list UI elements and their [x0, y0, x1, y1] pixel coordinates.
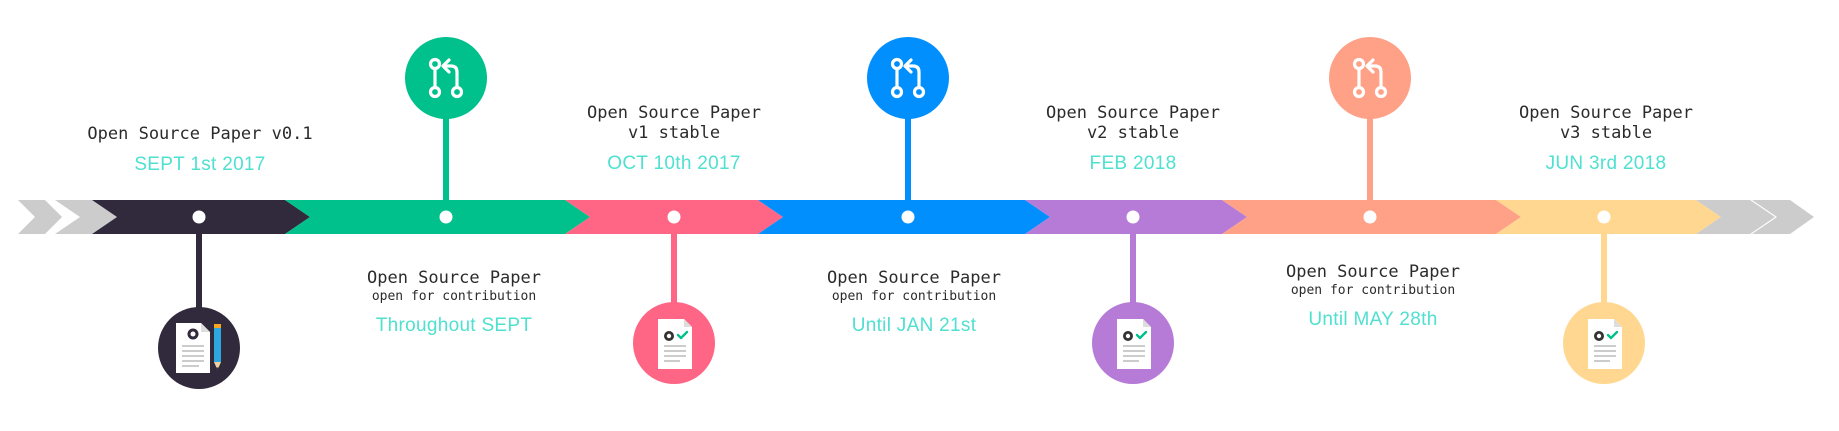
milestone-title: Open Source Paper v0.1 [87, 124, 313, 144]
milestone-label: Open Source Paper v3 stable JUN 3rd 2018 [1486, 103, 1726, 175]
pull-request-icon [405, 37, 487, 119]
milestone-dot [1597, 210, 1611, 224]
milestone-date: OCT 10th 2017 [607, 153, 741, 174]
milestone-label: Open Source Paper v0.1 SEPT 1st 2017 [80, 124, 320, 176]
contribution-subtitle: open for contribution [1290, 283, 1456, 298]
contribution-date: Until JAN 21st [851, 315, 977, 336]
document-check-icon [1092, 302, 1174, 384]
contribution-label: Open Source Paper open for contribution … [1253, 262, 1493, 331]
stem [196, 217, 202, 313]
milestone-title: Open Source Paper [587, 103, 761, 123]
milestone-dot [1363, 210, 1377, 224]
stem [671, 217, 677, 307]
contribution-subtitle: open for contribution [831, 289, 997, 304]
document-pencil-icon [158, 307, 240, 389]
document-check-icon [633, 302, 715, 384]
milestone-date: SEPT 1st 2017 [134, 154, 266, 175]
contribution-title: Open Source Paper [367, 268, 541, 288]
milestone-subtitle: v1 stable [627, 123, 721, 143]
stem [1130, 217, 1136, 307]
contribution-date: Until MAY 28th [1308, 309, 1438, 330]
contribution-label: Open Source Paper open for contribution … [794, 268, 1034, 337]
contribution-subtitle: open for contribution [371, 289, 537, 304]
contribution-title: Open Source Paper [827, 268, 1001, 288]
stem [1601, 217, 1607, 307]
milestone-dot [667, 210, 681, 224]
milestone-date: FEB 2018 [1089, 153, 1177, 174]
contribution-date: Throughout SEPT [375, 315, 533, 336]
stem [443, 110, 449, 217]
milestone-label: Open Source Paper v1 stable OCT 10th 201… [554, 103, 794, 175]
pull-request-icon [1329, 37, 1411, 119]
pull-request-icon [867, 37, 949, 119]
milestone-subtitle: v3 stable [1559, 123, 1653, 143]
contribution-label: Open Source Paper open for contribution … [334, 268, 574, 337]
milestone-label: Open Source Paper v2 stable FEB 2018 [1013, 103, 1253, 175]
start-chevron [55, 200, 117, 234]
milestone-subtitle: v2 stable [1086, 123, 1180, 143]
document-check-icon [1563, 302, 1645, 384]
milestone-dot [192, 210, 206, 224]
milestone-title: Open Source Paper [1519, 103, 1693, 123]
stem [1367, 110, 1373, 217]
end-chevron [1696, 200, 1775, 234]
stem [905, 110, 911, 217]
milestone-title: Open Source Paper [1046, 103, 1220, 123]
milestone-dot [439, 210, 453, 224]
start-chevron [18, 200, 62, 234]
milestone-dot [901, 210, 915, 224]
milestone-date: JUN 3rd 2018 [1545, 153, 1667, 174]
end-chevron [1752, 200, 1814, 234]
contribution-title: Open Source Paper [1286, 262, 1460, 282]
segment-green [285, 200, 590, 234]
milestone-dot [1126, 210, 1140, 224]
